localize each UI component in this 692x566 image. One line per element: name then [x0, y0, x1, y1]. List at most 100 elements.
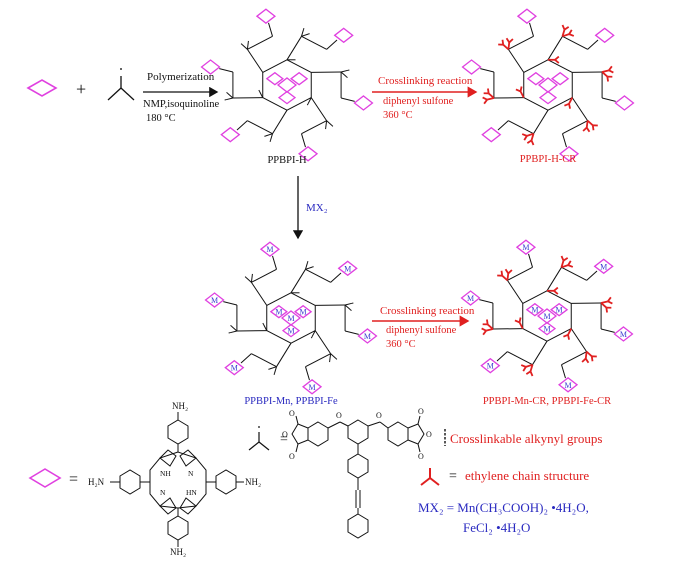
mx2-definition-line2: FeCl₂ •4H₂O [463, 520, 530, 535]
ethylene-branch [567, 334, 570, 340]
alkynyl-branch [568, 97, 574, 105]
metal-center-label: M [543, 312, 550, 321]
alkynyl-branch [518, 321, 524, 330]
polymer-bond [546, 267, 562, 292]
polymer-bond [561, 351, 587, 366]
ethylene-branch [585, 127, 591, 133]
alkynyl-branch [305, 266, 313, 270]
porphyrin-unit-icon [297, 145, 319, 162]
alkynyl-branch [301, 29, 304, 37]
metal-center-label: M [266, 245, 273, 254]
polymer-bond [562, 120, 588, 135]
alkynyl-dash [347, 69, 351, 71]
polymer-bond [286, 97, 312, 111]
porphyrin-nh2-right: NH₂ [245, 477, 261, 487]
ethylene-branch [530, 140, 535, 146]
polymer-bond [344, 330, 359, 335]
alkynyl-branch [601, 69, 610, 73]
alkynyl-branch [259, 91, 264, 98]
porphyrin-unit-icon [220, 126, 241, 143]
dianhydride-o-left: O [289, 409, 295, 418]
alkynyl-branch [225, 97, 234, 101]
porphyrin-unit-icon [200, 59, 221, 75]
porphyrin-unit-icon [269, 304, 288, 319]
alkynyl-branch [344, 302, 353, 306]
alkynyl-dash [346, 76, 349, 79]
alkynyl-branch [241, 44, 248, 50]
ppbpi-h-cr-network [461, 8, 635, 162]
polymer-bond [547, 36, 563, 61]
porphyrin-unit-icon [558, 145, 580, 162]
alkynyl-legend-text: Crosslinkable alkynyl groups [450, 431, 602, 446]
polymer-bond [562, 133, 567, 148]
alkynyl-branch [586, 119, 594, 126]
porphyrin-unit-icon [301, 378, 323, 395]
alkynyl-branch [585, 350, 593, 357]
alkynyl-branch [529, 364, 534, 372]
alkynyl-branch [263, 324, 268, 331]
porphyrin-unit-icon [593, 258, 614, 275]
ppbpi-metal-label: PPBPI-Mn, PPBPI-Fe [244, 396, 338, 407]
polymer-bond [507, 351, 533, 366]
metal-center-label: M [531, 306, 538, 315]
polymer-bond [314, 330, 332, 354]
porphyrin-unit-icon [613, 326, 634, 342]
alkynyl-dash [257, 88, 260, 92]
alkynyl-branch [561, 264, 569, 269]
polymer-bond [247, 35, 273, 50]
polymer-bond [570, 328, 588, 352]
polymer-bond [586, 270, 598, 281]
porphyrin-unit-icon [290, 71, 309, 86]
metal-center-label: M [556, 306, 563, 315]
crosslinking-label-top: Crosslinking reaction [378, 75, 473, 87]
ethylene-branch [568, 29, 573, 35]
polymer-bond [301, 35, 327, 50]
ethylene-equals: = [449, 469, 457, 484]
porphyrin-unit-icon [550, 302, 569, 317]
polymer-bond [236, 120, 248, 131]
alkynyl-dash [273, 373, 275, 377]
ppbpi-h-network [200, 8, 374, 162]
polymer-bond [223, 301, 238, 306]
polymer-bond [508, 35, 534, 50]
porphyrin-unit-icon [594, 27, 615, 44]
porphyrin-unit-icon [557, 376, 579, 393]
polymer-bond [240, 353, 252, 364]
alkynyl-dash [243, 275, 247, 279]
porphyrin-unit-icon [333, 27, 354, 44]
ethylene-branch [568, 103, 571, 109]
alkynyl-branch [567, 328, 573, 336]
alkynyl-branch [329, 353, 332, 361]
alkynyl-dash [306, 103, 309, 107]
alkynyl-branch [265, 133, 273, 137]
polymer-bond [305, 353, 331, 368]
polymer-bond [250, 282, 268, 306]
porphyrin-unit-icon [516, 8, 538, 25]
alkynyl-branch [311, 330, 316, 338]
mx2-definition-line1: MX₂ = Mn(CH₃COOH)₂ •4H₂O, [418, 500, 589, 515]
porphyrin-nh-inner: NH [160, 469, 171, 478]
polymer-bond [301, 133, 306, 148]
alkynyl-branch [344, 304, 351, 310]
alkynyl-dash [266, 368, 271, 371]
porphyrin-nh2-bottom: NH₂ [170, 547, 186, 557]
polymer-bond [330, 272, 342, 283]
polymer-bond [301, 120, 327, 135]
alkynyl-branch [326, 120, 333, 126]
porphyrin-unit-icon [357, 328, 378, 344]
alkynyl-dash [351, 302, 355, 304]
alkynyl-branch [301, 33, 309, 37]
porphyrin-unit-icon [614, 95, 635, 111]
metal-center-label: M [543, 325, 550, 334]
polymer-bond [286, 59, 312, 73]
polymer-bond [219, 68, 234, 73]
metal-center-label: M [522, 243, 529, 252]
alkynyl-branch [506, 273, 510, 281]
polymer-bond [571, 97, 589, 121]
dianhydride-o-left-ring: O [282, 430, 288, 439]
porphyrin-unit-icon [224, 359, 245, 376]
dianhydride-o-right-ring: O [426, 430, 432, 439]
polymer-bond [326, 39, 338, 50]
